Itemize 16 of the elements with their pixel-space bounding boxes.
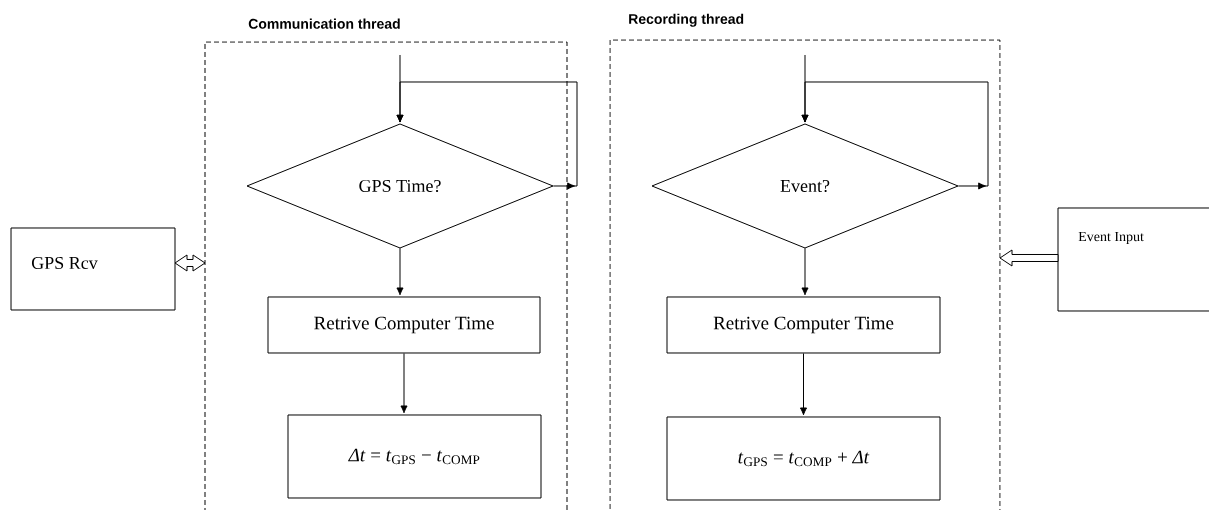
process-box: t$_{GPS}$ = t$_{COMP}$ + Δt	[666, 416, 941, 501]
arrow	[799, 353, 808, 416]
process-box: Δt = t$_{GPS}$ − t$_{COMP}$	[287, 414, 542, 499]
hollow-arrow	[174, 254, 206, 272]
arrow	[801, 247, 809, 296]
loop-arrow	[396, 81, 578, 190]
device-box: GPS Rcv	[10, 227, 176, 311]
process-box: Retrive Computer Time	[666, 296, 941, 354]
loop-arrow	[801, 81, 989, 190]
hollow-arrow	[999, 249, 1059, 267]
process-box: Retrive Computer Time	[267, 296, 541, 354]
device-box: Event Input	[1057, 207, 1209, 312]
thread-title: Communication thread	[248, 18, 400, 29]
arrow	[396, 247, 404, 296]
thread-title: Recording thread	[629, 13, 744, 27]
arrow	[400, 353, 408, 414]
